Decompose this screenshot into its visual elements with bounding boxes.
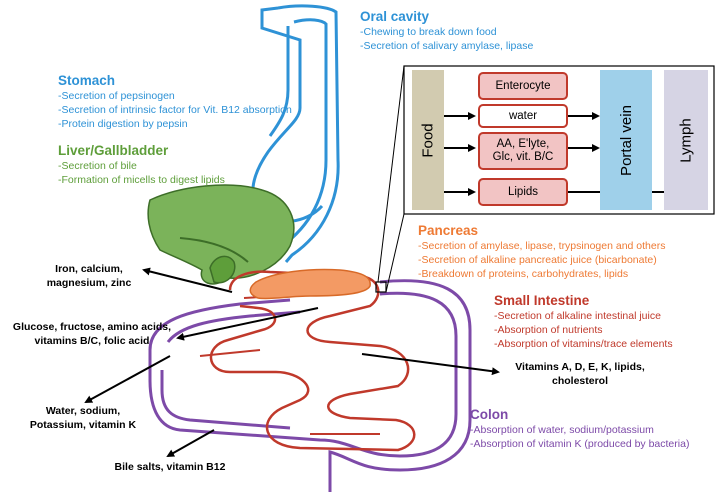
esophagus-outline (268, 26, 290, 137)
pancreas-block: Pancreas -Secretion of amylase, lipase, … (418, 222, 665, 281)
arrow-iron (142, 267, 233, 293)
bile-salts-label: Bile salts, vitamin B12 (100, 460, 240, 474)
colon-line: -Absorption of water, sodium/potassium (470, 424, 654, 436)
arrow-vitamins (361, 353, 500, 376)
stomach-block: Stomach -Secretion of pepsinogen -Secret… (58, 72, 292, 131)
lymph-box: Lymph (664, 70, 708, 210)
small-intestine-block: Small Intestine -Secretion of alkaline i… (494, 292, 673, 351)
pancreas-title: Pancreas (418, 223, 479, 238)
gallbladder-shape (209, 255, 236, 284)
pancreas-line: -Secretion of amylase, lipase, trypsinog… (418, 240, 666, 252)
iron-label-line: Iron, calcium, (55, 263, 123, 275)
bile-duct (179, 237, 249, 263)
stomach-line: -Secretion of pepsinogen (58, 90, 175, 102)
pancreas-line: -Secretion of alkaline pancreatic juice … (418, 254, 657, 266)
portal-vein-label: Portal vein (617, 104, 635, 176)
aa-box: AA, E'lyte, Glc, vit. B/C (478, 132, 568, 170)
iron-label: Iron, calcium, magnesium, zinc (34, 262, 144, 290)
zoom-line-bottom (385, 213, 405, 293)
arrow-water (84, 355, 171, 403)
vitamins-label-line: cholesterol (551, 375, 609, 387)
stomach-title: Stomach (58, 73, 116, 88)
colon-block: Colon -Absorption of water, sodium/potas… (470, 406, 689, 451)
bile-salts-label-line: Bile salts, vitamin B12 (114, 461, 226, 473)
water-sodium-label-line: Potassium, vitamin K (29, 419, 137, 431)
zoom-line-top (377, 65, 405, 283)
zoom-square (375, 281, 387, 293)
glucose-label-line: Glucose, fructose, amino acids, (12, 321, 172, 333)
water-label: water (508, 109, 538, 122)
food-box: Food (412, 70, 444, 210)
oral-cavity-line: -Chewing to break down food (360, 26, 497, 38)
glucose-label: Glucose, fructose, amino acids, vitamins… (2, 320, 182, 348)
enterocyte-box: Enterocyte (478, 72, 568, 100)
pancreas-line: -Breakdown of proteins, carbohydrates, l… (418, 268, 629, 280)
lipids-box: Lipids (478, 178, 568, 206)
glucose-label-line: vitamins B/C, folic acid (34, 335, 150, 347)
stomach-line: -Secretion of intrinsic factor for Vit. … (58, 104, 292, 116)
small-intestine-line: -Secretion of alkaline intestinal juice (494, 310, 661, 322)
small-intestine-line: -Absorption of vitamins/trace elements (494, 338, 673, 350)
liver-shape (147, 184, 295, 285)
stomach-line: -Protein digestion by pepsin (58, 118, 188, 130)
oral-cavity-block: Oral cavity -Chewing to break down food … (360, 8, 533, 53)
portal-vein-box: Portal vein (600, 70, 652, 210)
iron-label-line: magnesium, zinc (46, 277, 132, 289)
vitamins-label-line: Vitamins A, D, E, K, lipids, (515, 361, 645, 373)
lymph-label: Lymph (677, 117, 695, 163)
colon-title: Colon (470, 407, 509, 422)
food-label: Food (419, 122, 437, 158)
vitamins-label: Vitamins A, D, E, K, lipids, cholesterol (500, 360, 660, 388)
water-sodium-label-line: Water, sodium, (45, 405, 121, 417)
water-sodium-label: Water, sodium, Potassium, vitamin K (18, 404, 148, 432)
small-intestine-line: -Absorption of nutrients (494, 324, 603, 336)
colon-inner (160, 310, 301, 430)
lipids-label: Lipids (507, 185, 539, 198)
arrow-bile (166, 429, 215, 457)
small-intestine-outline (209, 270, 416, 452)
liver-line: -Secretion of bile (58, 160, 137, 172)
oral-cavity-title: Oral cavity (360, 9, 430, 24)
liver-block: Liver/Gallbladder -Secretion of bile -Fo… (58, 142, 225, 187)
arrow-glucose (176, 307, 319, 341)
water-box: water (478, 104, 568, 128)
liver-title: Liver/Gallbladder (58, 143, 169, 158)
small-intestine-title: Small Intestine (494, 293, 590, 308)
aa-label-line1: AA, E'lyte, (496, 138, 550, 150)
colon-outline (148, 279, 472, 492)
liver-line: -Formation of micells to digest lipids (58, 174, 225, 186)
pancreas-shape (249, 268, 371, 300)
colon-line: -Absorption of vitamin K (produced by ba… (470, 438, 690, 450)
enterocyte-label: Enterocyte (495, 79, 551, 92)
oral-cavity-line: -Secretion of salivary amylase, lipase (360, 40, 534, 52)
aa-label-line2: Glc, vit. B/C (492, 151, 554, 163)
